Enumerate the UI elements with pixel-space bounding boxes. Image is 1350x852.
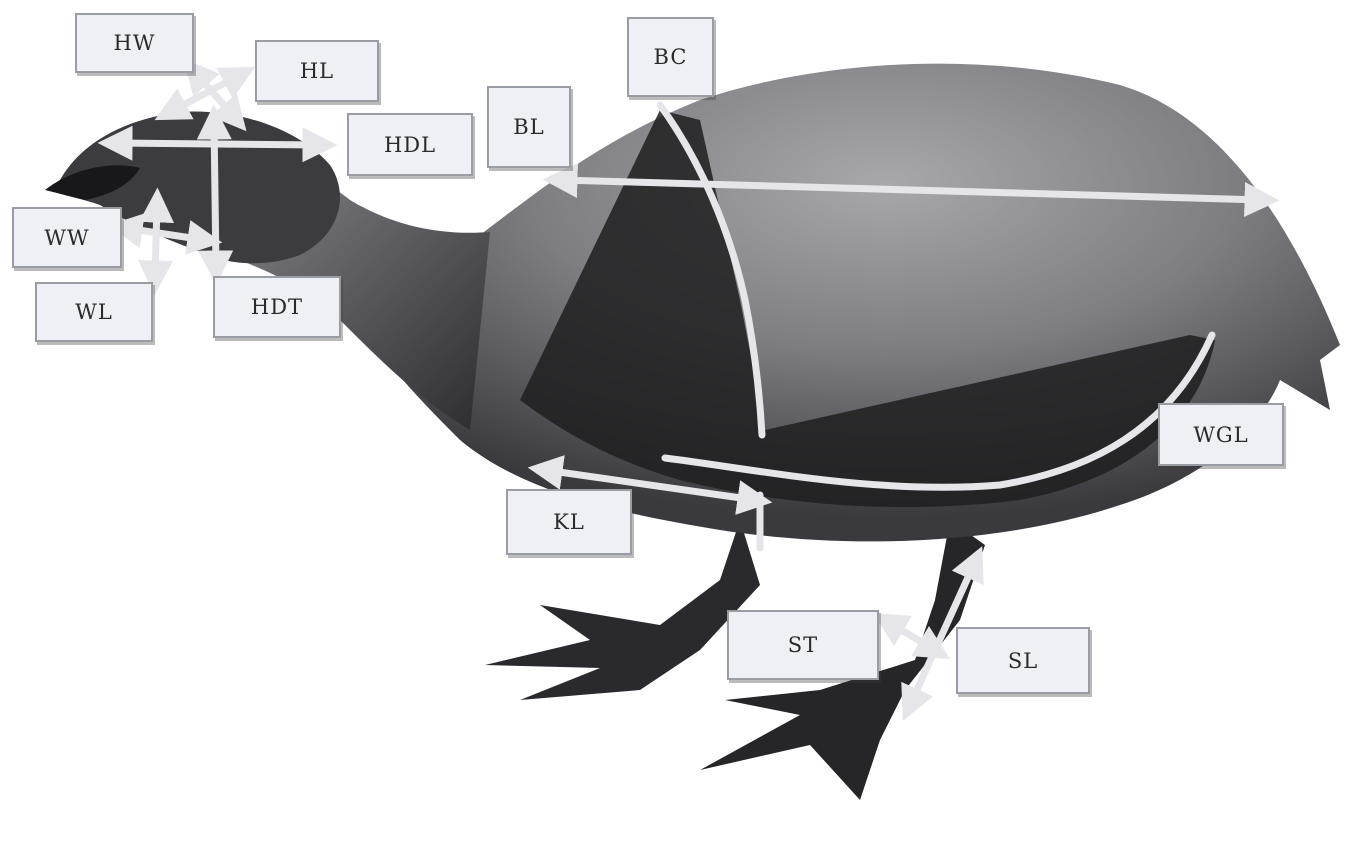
hdt-arrow bbox=[214, 122, 216, 268]
label-hw: HW bbox=[75, 13, 194, 73]
label-hdt: HDT bbox=[213, 276, 341, 338]
wl-arrow bbox=[155, 205, 157, 278]
label-sl: SL bbox=[956, 627, 1090, 694]
label-hdl: HDL bbox=[347, 113, 473, 176]
label-st: ST bbox=[727, 610, 879, 680]
label-ww: WW bbox=[12, 207, 122, 268]
label-kl: KL bbox=[506, 489, 632, 555]
label-hl: HL bbox=[255, 40, 379, 102]
label-wl: WL bbox=[35, 282, 153, 342]
watermark: YDT bbox=[792, 800, 887, 846]
label-bc: BC bbox=[627, 17, 714, 97]
bird-silhouette bbox=[45, 64, 1340, 800]
label-bl: BL bbox=[487, 86, 571, 168]
label-wgl: WGL bbox=[1158, 403, 1284, 466]
